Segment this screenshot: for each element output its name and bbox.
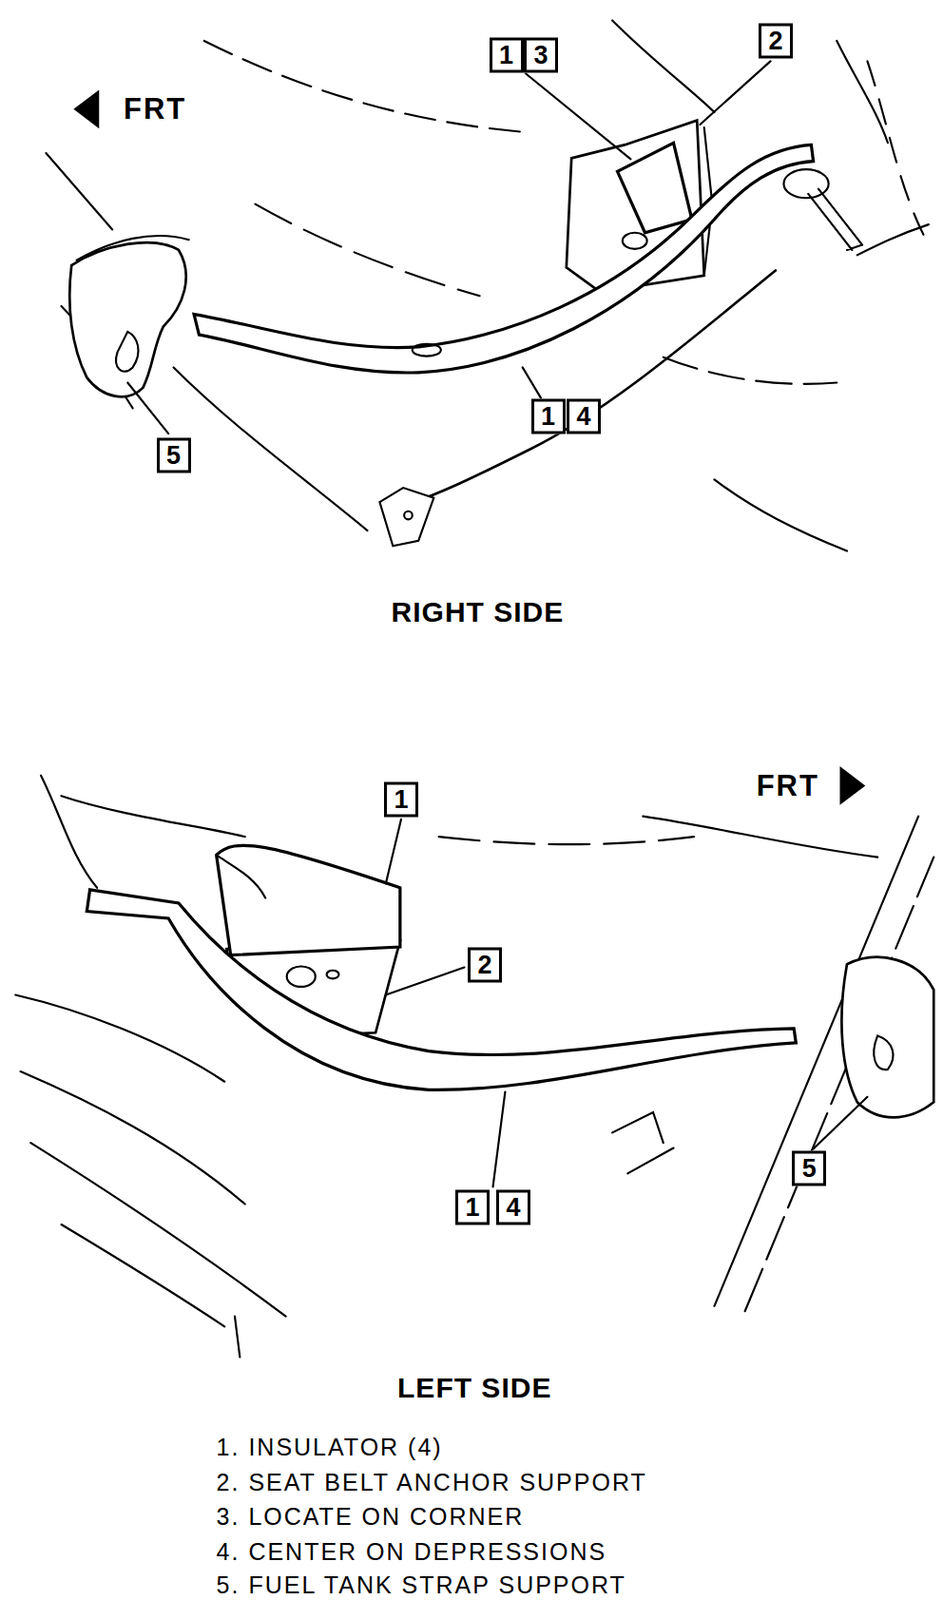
legend-entry: 5. FUEL TANK STRAP SUPPORT <box>216 1571 627 1599</box>
callout-number: 5 <box>156 437 192 473</box>
front-indicator: FRT <box>123 92 187 127</box>
callout-number: 1 <box>455 1190 490 1226</box>
callout-number: 1 <box>531 399 566 435</box>
legend-entry: 4. CENTER ON DEPRESSIONS <box>216 1537 608 1565</box>
callout-number: 3 <box>523 37 559 73</box>
front-indicator: FRT <box>756 769 820 804</box>
view-title: RIGHT SIDE <box>391 596 565 629</box>
callout-number: 4 <box>566 399 601 435</box>
callout-number: 2 <box>467 946 502 982</box>
legend-entry: 1. INSULATOR (4) <box>216 1433 443 1462</box>
view-title: LEFT SIDE <box>397 1371 552 1405</box>
callout-number: 1 <box>489 37 524 73</box>
callout-number: 5 <box>791 1151 827 1187</box>
legend-entry: 3. LOCATE ON CORNER <box>216 1502 525 1531</box>
callout-number: 4 <box>496 1190 531 1226</box>
callout-number: 2 <box>758 22 793 58</box>
legend-entry: 2. SEAT BELT ANCHOR SUPPORT <box>216 1467 648 1496</box>
callout-number: 1 <box>384 781 419 817</box>
